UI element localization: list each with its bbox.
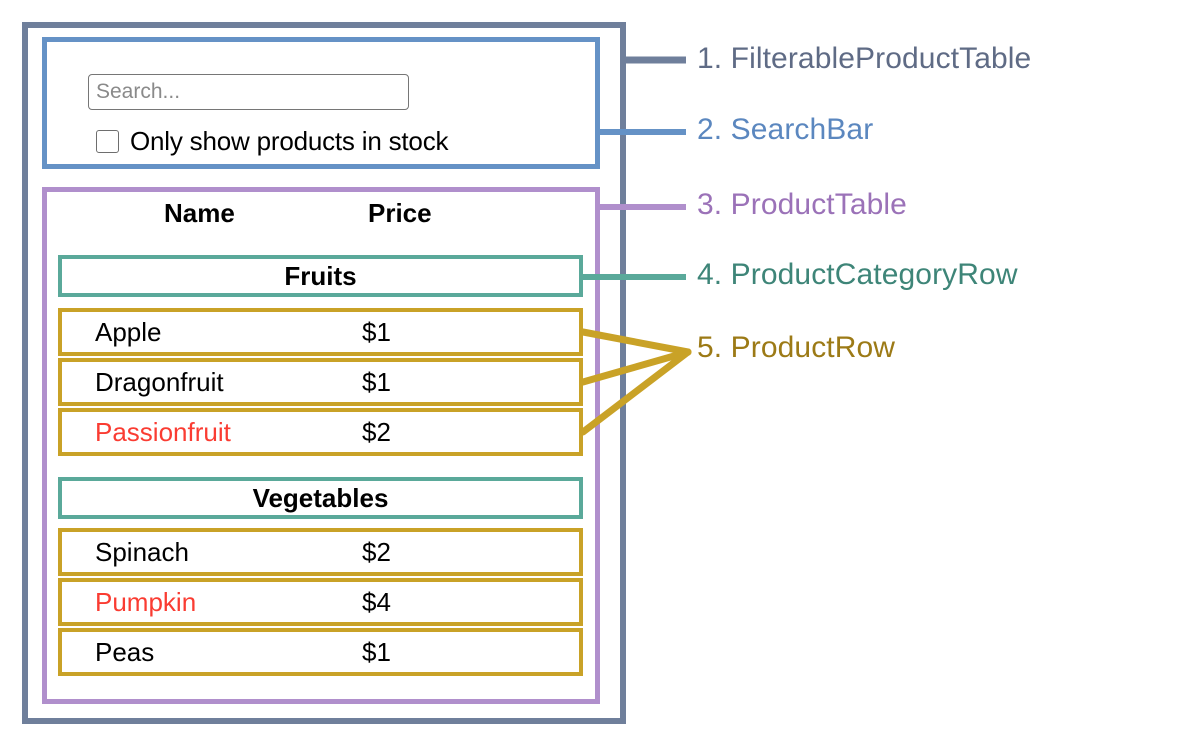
product-category-row: Vegetables (58, 477, 583, 519)
legend-item-filterable-product-table: 1. FilterableProductTable (697, 42, 1032, 75)
only-in-stock-label: Only show products in stock (130, 126, 449, 156)
product-table-outline (42, 187, 600, 704)
legend-item-product-row: 5. ProductRow (697, 331, 896, 364)
stock-filter-row[interactable]: Only show products in stock (96, 128, 448, 154)
product-name: Pumpkin (95, 587, 197, 617)
product-name: Dragonfruit (95, 367, 224, 397)
product-price: $2 (362, 537, 391, 567)
product-table-header: Name Price (58, 198, 583, 244)
search-input[interactable] (88, 74, 409, 110)
legend-item-product-category-row: 4. ProductCategoryRow (697, 258, 1018, 291)
product-price: $2 (362, 417, 391, 447)
search-input-wrapper (88, 74, 409, 110)
product-price: $1 (362, 637, 391, 667)
legend-item-product-table: 3. ProductTable (697, 188, 907, 221)
legend-item-search-bar: 2. SearchBar (697, 113, 874, 146)
product-row: Passionfruit $2 (58, 408, 583, 456)
column-header-price: Price (368, 198, 432, 228)
product-name: Peas (95, 637, 155, 667)
product-name: Apple (95, 317, 162, 347)
product-category-row: Fruits (58, 255, 583, 297)
product-row: Peas $1 (58, 628, 583, 676)
only-in-stock-checkbox[interactable] (96, 129, 119, 153)
product-row: Dragonfruit $1 (58, 358, 583, 406)
product-name: Passionfruit (95, 417, 231, 447)
product-row: Spinach $2 (58, 528, 583, 576)
category-label: Fruits (284, 261, 357, 291)
product-price: $1 (362, 367, 391, 397)
product-row: Pumpkin $4 (58, 578, 583, 626)
search-bar-outline (42, 37, 600, 169)
column-header-name: Name (164, 198, 235, 228)
category-label: Vegetables (252, 483, 389, 513)
product-row: Apple $1 (58, 308, 583, 356)
product-price: $4 (362, 587, 391, 617)
product-name: Spinach (95, 537, 189, 567)
product-price: $1 (362, 317, 391, 347)
